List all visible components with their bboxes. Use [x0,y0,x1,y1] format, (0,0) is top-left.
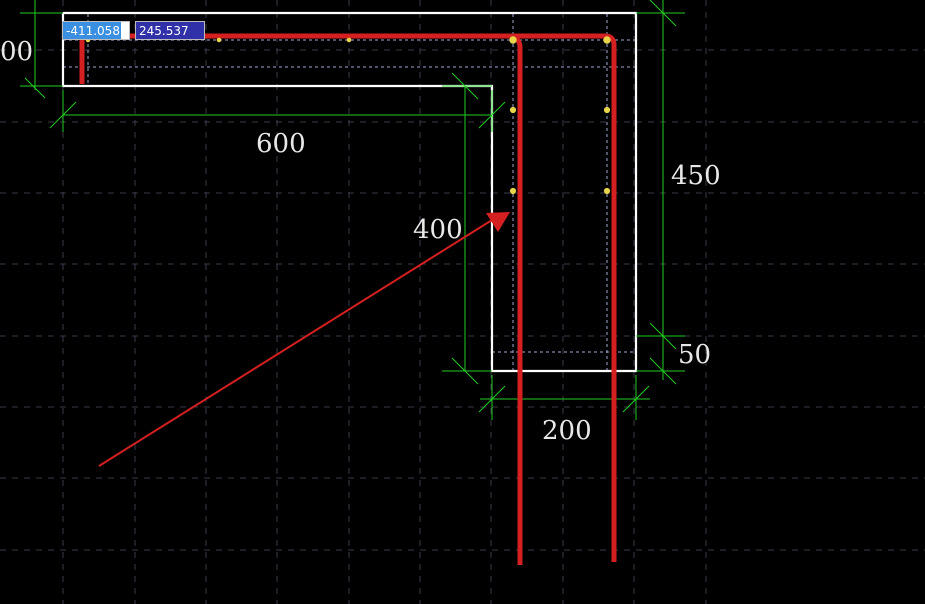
dim-horizontal-length: 600 [256,129,306,159]
dim-vertical-inner: 400 [413,215,463,245]
coordinate-x-input[interactable]: -411.058 [62,21,130,40]
dim-left-partial: 00 [0,37,33,67]
dim-vertical-outer: 450 [671,161,721,191]
dim-column-width: 200 [542,416,592,446]
dimension-lines [20,0,685,420]
snap-point-icon[interactable] [85,36,611,195]
dim-bottom-offset: 50 [678,340,711,370]
text-cursor [121,22,129,39]
coordinate-y-input[interactable]: 245.537 [135,21,205,40]
arrow-icon [98,212,510,467]
